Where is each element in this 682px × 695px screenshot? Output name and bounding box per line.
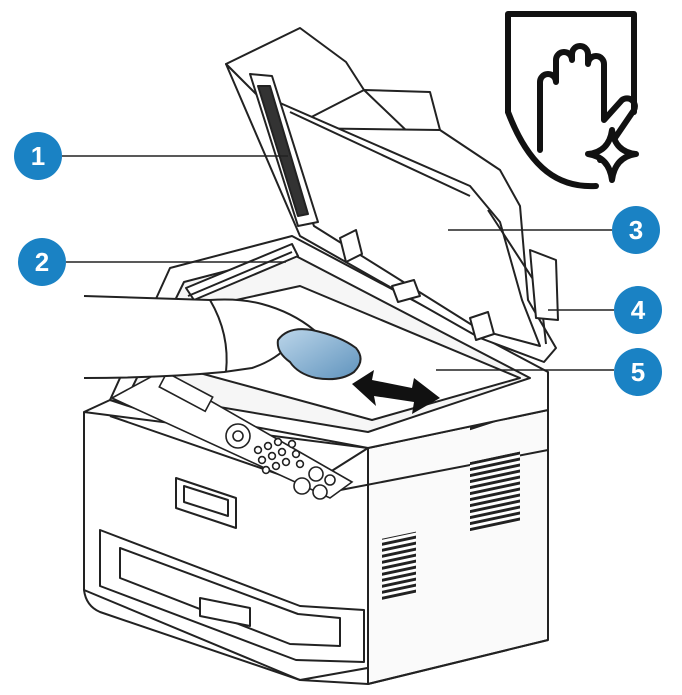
callout-4: 4 xyxy=(614,286,662,334)
lcd-display xyxy=(158,371,214,413)
printer-body xyxy=(83,399,549,685)
callout-marker xyxy=(18,238,66,286)
callout-number: 5 xyxy=(631,357,645,387)
callout-lines xyxy=(62,155,614,371)
callout-marker xyxy=(614,348,662,396)
callout-number: 3 xyxy=(629,215,643,245)
side-vent xyxy=(382,531,416,601)
callout-5: 5 xyxy=(614,348,662,396)
control-panel xyxy=(110,371,354,500)
hand-with-cloth xyxy=(83,295,362,381)
callout-number: 2 xyxy=(35,247,49,277)
scanner-lid xyxy=(225,27,559,363)
callout-number: 1 xyxy=(31,141,45,171)
callout-number: 4 xyxy=(631,295,646,325)
side-vent xyxy=(470,451,520,533)
callout-marker xyxy=(614,286,662,334)
callout-marker xyxy=(14,132,62,180)
callout-marker xyxy=(612,206,660,254)
cleaning-cloth xyxy=(276,328,362,381)
callout-3: 3 xyxy=(612,206,660,254)
callout-1: 1 xyxy=(14,132,62,180)
hand-wipe-cloth-icon xyxy=(505,11,639,190)
keypad xyxy=(253,437,305,475)
callout-2: 2 xyxy=(18,238,66,286)
double-arrow-icon xyxy=(352,370,440,414)
